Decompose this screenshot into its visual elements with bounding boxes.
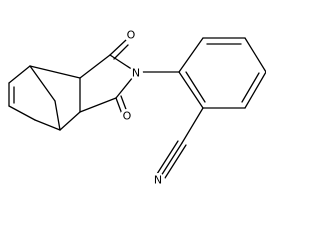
benzene-inner-double-2 [241,72,260,103]
atom-label-o-bottom-group: O [120,109,134,123]
bond-nitrile-triple-a [160,142,183,177]
bond-carbonyl-bottom-double-a [115,97,123,115]
chemical-structure-diagram: O N O N [8,28,266,187]
bond-bridgehead-top-to-left-ring-carbon [8,65,31,84]
atom-label-n-imide-group: N [129,66,143,80]
atom-label-n-nitrile: N [154,174,162,187]
bond-left-ring-carbon-to-bottom-carbon [8,105,36,121]
benzene-bond-4 [244,71,266,109]
benzene-inner-double-3 [185,71,206,103]
benzene-bond-6 [178,71,204,109]
bond-carbonyl-top-to-n [109,54,134,71]
nitrile-group [156,107,204,179]
bond-ring-fusion-top-to-carbonyl-top [79,54,111,79]
bond-bridgehead-bottom-to-ring-fusion-bottom [59,111,81,131]
atom-label-n-imide: N [132,67,140,80]
atom-label-o-top-group: O [124,28,138,42]
atom-label-n-nitrile-group: N [151,173,165,187]
bond-bottom-carbon-to-bridgehead-bottom [34,119,61,131]
bond-nitrile-triple-c [164,144,187,179]
imide-ring [79,39,134,115]
bond-carbonyl-top-double-a [109,39,127,56]
bond-bridgehead-top-to-bridge [29,65,56,102]
benzene-ring [178,37,266,109]
bond-n-to-carbonyl-bottom [115,76,134,99]
bond-nitrile-triple-b [156,140,179,175]
bond-carbonyl-top-double-b [113,44,129,60]
bond-aryl-to-nitrile-carbon [181,107,204,144]
bond-bridge-to-bridgehead-bottom [54,100,61,131]
atom-label-o-bottom: O [123,110,132,123]
bond-carbonyl-bottom-to-ring-fusion-bottom [79,97,117,113]
bond-bridgehead-top-to-ring-fusion-top [29,65,81,79]
bicyclic-ring-system [8,65,81,131]
benzene-bond-3 [244,37,266,73]
benzene-bond-1 [178,37,204,73]
atom-label-o-top: O [127,29,136,42]
